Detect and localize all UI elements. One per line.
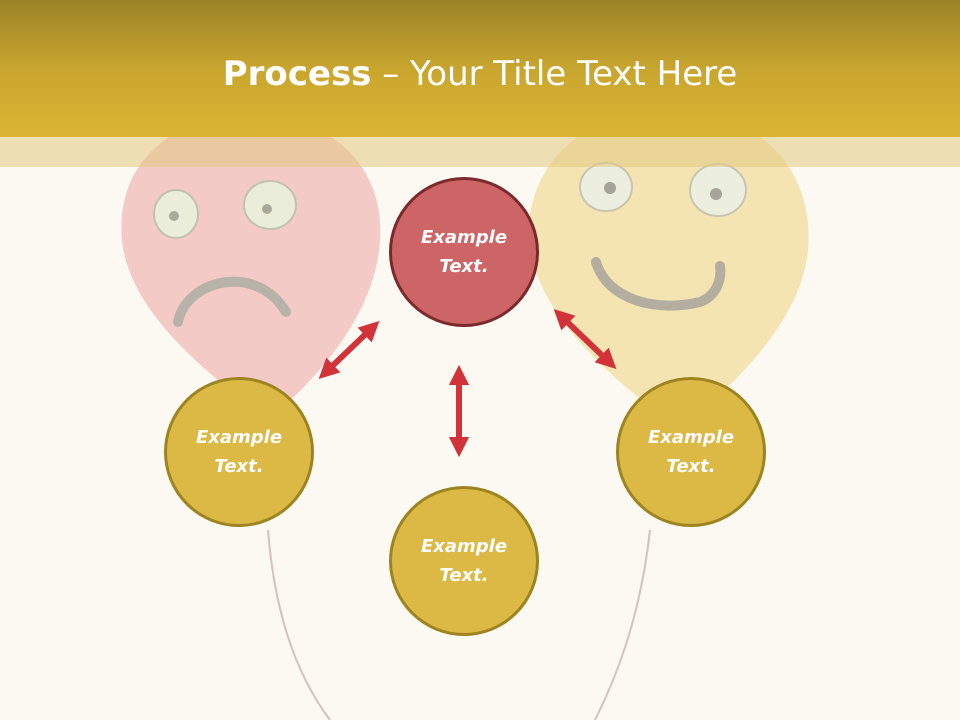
bottom-node: Example Text.	[389, 486, 539, 636]
title-bold: Process	[222, 54, 372, 94]
right-node-line1: Example	[647, 427, 735, 448]
center-node-line1: Example	[420, 227, 508, 248]
title-bar-band	[0, 137, 960, 167]
right-node: Example Text.	[616, 377, 766, 527]
slide-title: Process – Your Title Text Here	[0, 52, 960, 96]
title-bar	[0, 0, 960, 137]
left-node-line2: Text.	[214, 456, 264, 477]
left-node-line1: Example	[195, 427, 283, 448]
center-node-line2: Text.	[439, 256, 489, 277]
left-balloon-string	[267, 529, 331, 720]
bottom-node-line2: Text.	[439, 565, 489, 586]
left-node: Example Text.	[164, 377, 314, 527]
center-node: Example Text.	[389, 177, 539, 327]
double-arrow-left-icon	[318, 320, 380, 380]
sad-balloon-icon	[121, 115, 381, 420]
right-node-line2: Text.	[666, 456, 716, 477]
title-rest: – Your Title Text Here	[371, 54, 738, 94]
double-arrow-right-icon	[553, 308, 617, 370]
right-balloon-string	[594, 529, 651, 720]
bottom-node-line1: Example	[420, 536, 508, 557]
